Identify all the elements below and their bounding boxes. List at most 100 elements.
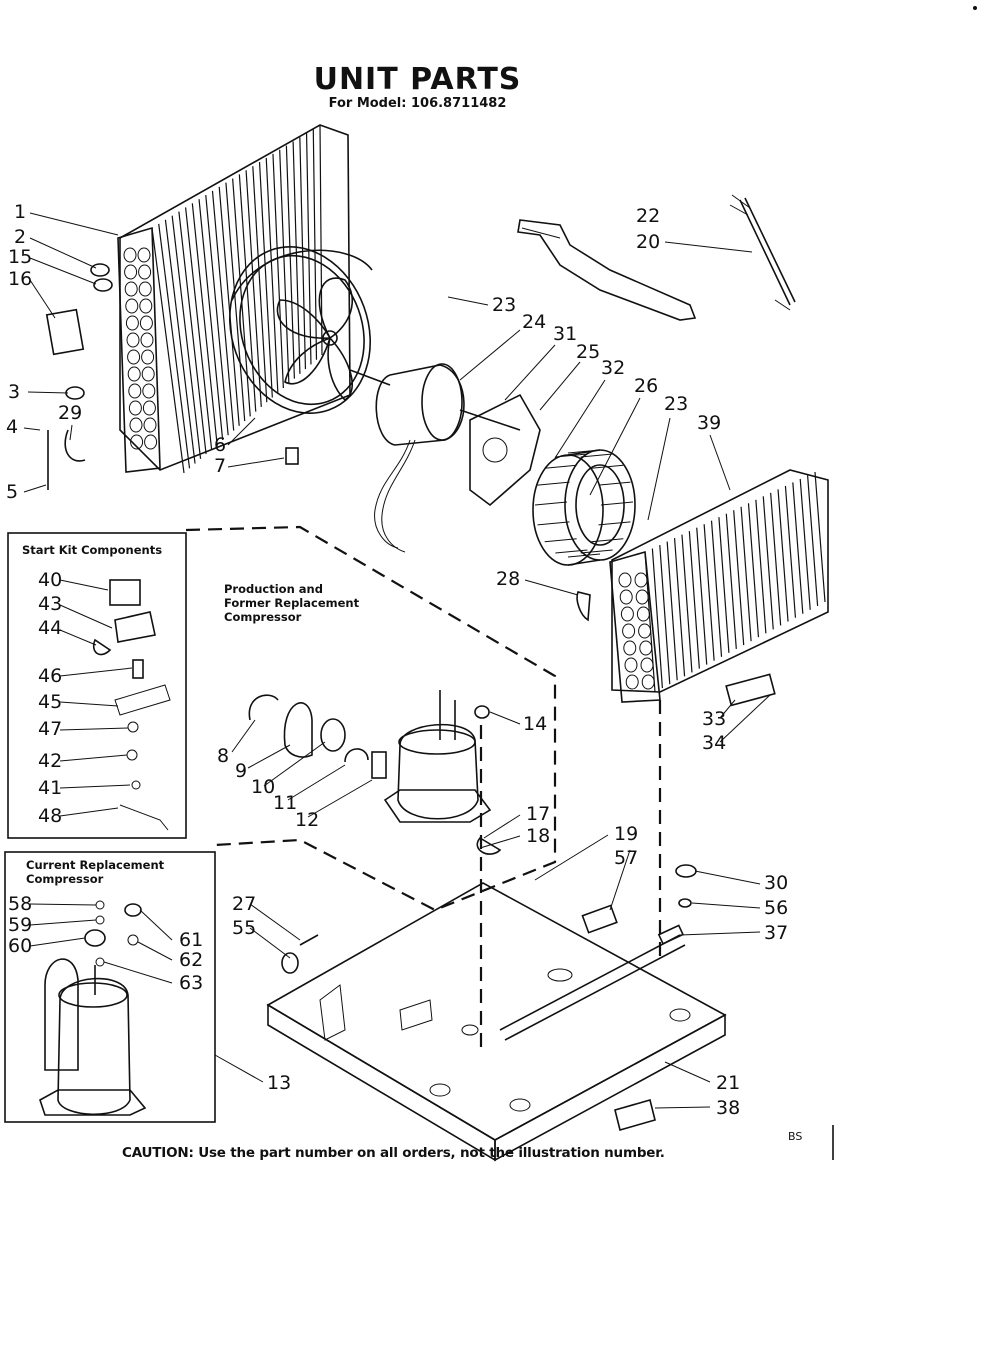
scan-dot	[973, 6, 977, 10]
leader-line	[694, 870, 761, 885]
callout-29: 29	[58, 402, 82, 424]
leader-line	[691, 902, 761, 909]
callout-6: 6	[214, 434, 226, 456]
leader-line	[247, 744, 291, 769]
leader-line	[447, 296, 489, 306]
callout-19: 19	[614, 823, 638, 845]
callout-21: 21	[716, 1072, 740, 1094]
caution-note: CAUTION: Use the part number on all orde…	[122, 1145, 665, 1161]
current-label-line-2: Compressor	[26, 872, 104, 886]
callout-2: 2	[14, 226, 26, 248]
base-pan	[266, 882, 727, 1162]
leader-line	[287, 764, 346, 801]
callout-15: 15	[8, 246, 32, 268]
callout-42: 42	[38, 750, 62, 772]
leader-line	[654, 1106, 711, 1109]
leader-line	[249, 927, 291, 959]
callout-60: 60	[8, 935, 32, 957]
leader-line	[609, 849, 631, 911]
leader-line	[29, 257, 97, 285]
leader-line	[214, 1054, 264, 1083]
callout-59: 59	[8, 914, 32, 936]
leader-line	[524, 579, 579, 596]
leader-line	[534, 834, 609, 881]
leader-line	[29, 237, 97, 269]
leader-line	[459, 329, 521, 381]
callout-23a: 23	[492, 294, 516, 316]
leader-line	[479, 835, 521, 849]
leader-line	[489, 711, 521, 725]
callout-22: 22	[636, 205, 660, 227]
leader-line	[139, 909, 173, 941]
small-parts	[45, 263, 776, 1131]
callout-10: 10	[251, 776, 275, 798]
leader-line	[59, 579, 109, 591]
callout-46: 46	[38, 665, 62, 687]
callout-25: 25	[576, 341, 600, 363]
callout-55: 55	[232, 917, 256, 939]
production-boundary	[185, 525, 662, 1050]
callout-58: 58	[8, 893, 32, 915]
leader-line	[504, 344, 556, 401]
callout-45: 45	[38, 691, 62, 713]
callout-38: 38	[716, 1097, 740, 1119]
callout-34: 34	[702, 732, 726, 754]
current-label-line-1: Current Replacement	[26, 858, 165, 872]
callout-7: 7	[214, 455, 226, 477]
wire-harness	[729, 194, 796, 311]
leader-line	[719, 699, 736, 719]
leader-line	[23, 427, 41, 431]
production-compressor-label: Production and Former Replacement Compre…	[224, 582, 359, 624]
callout-48: 48	[38, 805, 62, 827]
leader-line	[521, 227, 561, 239]
leader-line	[59, 629, 97, 646]
current-compressor-box-title: Current Replacement Compressor	[26, 858, 164, 886]
overload-parts	[248, 694, 387, 779]
leader-line	[29, 903, 97, 906]
callout-61: 61	[179, 929, 203, 951]
production-label-line-3: Compressor	[224, 610, 302, 624]
leader-line	[59, 701, 119, 707]
callout-17: 17	[526, 803, 550, 825]
callout-27: 27	[232, 893, 256, 915]
start-kit-box	[7, 532, 187, 839]
callout-30: 30	[764, 872, 788, 894]
leader-line	[59, 727, 129, 731]
leader-line	[539, 361, 581, 411]
callout-47: 47	[38, 718, 62, 740]
callout-37: 37	[764, 922, 788, 944]
callout-32: 32	[601, 357, 625, 379]
current-compressor-box	[4, 851, 216, 1123]
callout-57: 57	[614, 847, 638, 869]
callout-62: 62	[179, 949, 203, 971]
production-compressor	[383, 690, 492, 823]
leader-line	[483, 814, 521, 839]
callout-26: 26	[634, 375, 658, 397]
blower-wheel	[532, 449, 636, 566]
leader-line	[709, 434, 731, 491]
callout-5: 5	[6, 481, 18, 503]
fan-shroud	[228, 246, 373, 414]
model-subtitle: For Model: 106.8711482	[328, 96, 507, 111]
leader-line	[137, 941, 173, 961]
callout-31: 31	[553, 323, 577, 345]
callout-40: 40	[38, 569, 62, 591]
leader-lines	[23, 212, 771, 1109]
leader-line	[231, 719, 256, 753]
condenser-coil	[609, 469, 829, 703]
leader-line	[664, 241, 753, 253]
callout-28: 28	[496, 568, 520, 590]
start-kit-box-title: Start Kit Components	[22, 543, 163, 557]
leader-line	[23, 484, 47, 493]
leader-line	[59, 667, 133, 677]
motor-mount	[469, 393, 541, 507]
leader-line	[29, 937, 86, 947]
leader-line	[589, 397, 641, 496]
callout-24: 24	[522, 311, 546, 333]
callout-39: 39	[697, 412, 721, 434]
leader-line	[307, 779, 373, 818]
production-label-line-2: Former Replacement	[224, 596, 360, 610]
callout-16: 16	[8, 268, 32, 290]
